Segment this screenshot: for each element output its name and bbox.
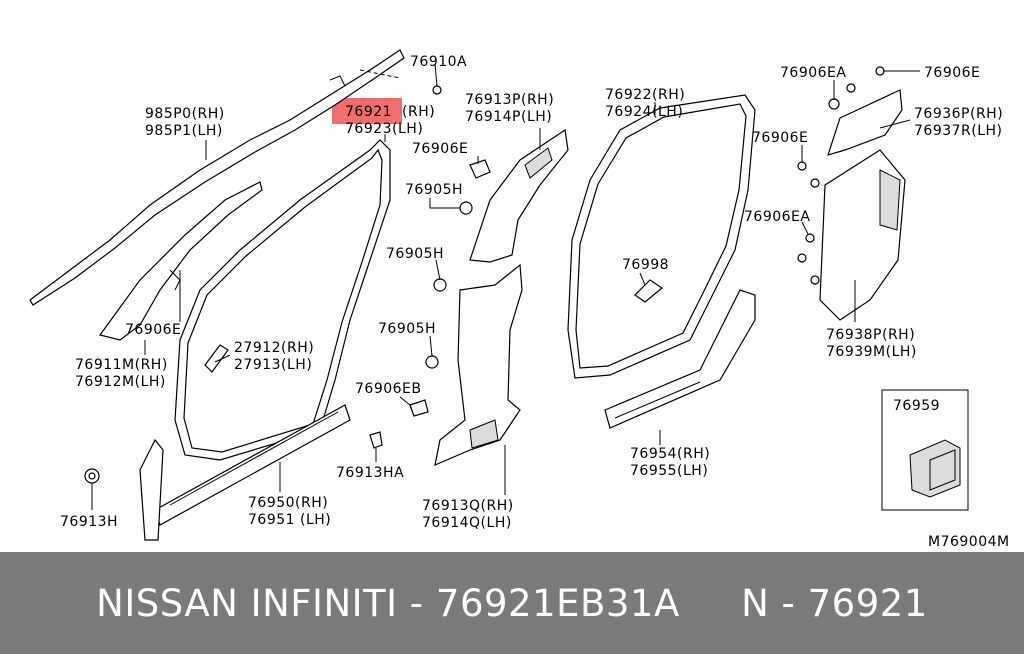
parts-diagram: 76910A 76921 (RH) 76923(LH) 985P0(RH) 98… xyxy=(29,49,1010,550)
label-76912M: 76912M(LH) xyxy=(75,374,166,390)
clip-76906EB xyxy=(409,399,429,417)
clip-76913HA xyxy=(369,431,383,449)
label-76913HA: 76913HA xyxy=(336,465,404,481)
part-76959-face xyxy=(929,449,956,491)
rear-pillar-lower-garnish xyxy=(819,149,906,321)
clip-76906EA-b xyxy=(797,233,820,285)
label-27913: 27913(LH) xyxy=(234,357,312,373)
airbag-bracket xyxy=(329,75,346,87)
grommet-76913H xyxy=(84,468,100,484)
label-76954: 76954(RH) xyxy=(630,446,710,462)
clip-76910A xyxy=(432,85,442,95)
clip-76998 xyxy=(634,279,664,303)
clip-76905H-a xyxy=(459,201,473,215)
label-76913H: 76913H xyxy=(60,514,118,530)
diagram-code: M769004M xyxy=(928,534,1010,550)
label-985P1: 985P1(LH) xyxy=(145,123,223,139)
leader-lines xyxy=(91,63,920,510)
kicking-plate-rear xyxy=(604,289,756,429)
door-weatherstrip-front xyxy=(174,139,391,461)
label-27912: 27912(RH) xyxy=(234,340,314,356)
kicking-plate-rear-rib xyxy=(614,381,701,419)
label-76950: 76950(RH) xyxy=(248,495,328,511)
label-76906EA-b: 76906EA xyxy=(744,209,810,225)
label-76906E-d: 76906E xyxy=(125,322,181,338)
clip-76906E-b xyxy=(875,66,885,76)
label-76939M: 76939M(LH) xyxy=(826,344,917,360)
label-76998: 76998 xyxy=(622,257,669,273)
kicking-plate-front-side xyxy=(139,438,164,541)
diagram-canvas: 76910A 76921 (RH) 76923(LH) 985P0(RH) 98… xyxy=(29,49,1010,550)
label-985P0: 985P0(RH) xyxy=(145,106,225,122)
label-76911M: 76911M(RH) xyxy=(75,357,168,373)
label-76913P: 76913P(RH) xyxy=(465,92,554,108)
label-76955: 76955(LH) xyxy=(630,463,708,479)
kicking-plate-front-rib xyxy=(169,411,339,506)
footer-title: NISSAN INFINITI - 76921EB31A N - 76921 xyxy=(96,581,928,625)
label-76923: 76923(LH) xyxy=(345,121,423,137)
upper-garnish-shade xyxy=(524,147,553,179)
center-pillar-lower-garnish xyxy=(434,263,523,467)
clip-76906EA-a xyxy=(828,83,856,110)
label-76906E-b: 76906E xyxy=(924,65,980,81)
label-76959: 76959 xyxy=(893,398,940,414)
curtain-airbag xyxy=(29,49,405,306)
clip-76905H-b xyxy=(433,278,447,292)
label-76924: 76924(LH) xyxy=(605,104,683,120)
label-76906E-c: 76906E xyxy=(752,130,808,146)
label-76921-rh: (RH) xyxy=(402,104,435,120)
front-pillar-garnish xyxy=(98,181,263,341)
clip-76906E-a xyxy=(469,159,491,179)
door-weatherstrip-rear xyxy=(567,94,756,379)
label-76906EA-a: 76906EA xyxy=(780,65,846,81)
label-76905H-a: 76905H xyxy=(405,182,463,198)
label-76906E-a: 76906E xyxy=(412,141,468,157)
clip-76905H-c xyxy=(425,355,439,369)
footer-banner: NISSAN INFINITI - 76921EB31A N - 76921 xyxy=(0,552,1024,654)
label-76906EB: 76906EB xyxy=(355,381,422,397)
door-weatherstrip-front-inner xyxy=(183,148,383,453)
label-76914Q: 76914Q(LH) xyxy=(422,515,512,531)
label-76914P: 76914P(LH) xyxy=(465,109,552,125)
label-76951: 76951 (LH) xyxy=(248,512,331,528)
center-pillar-upper-garnish xyxy=(469,128,569,263)
label-76937R: 76937R(LH) xyxy=(914,123,1003,139)
label-76905H-b: 76905H xyxy=(386,246,444,262)
label-76938P: 76938P(RH) xyxy=(826,327,915,343)
rear-pillar-upper-garnish xyxy=(827,89,903,156)
label-76910A: 76910A xyxy=(410,54,467,70)
clip-76906E-c xyxy=(797,161,820,188)
label-76936P: 76936P(RH) xyxy=(914,106,1003,122)
label-76921: 76921 xyxy=(345,104,392,120)
clip-27912 xyxy=(204,344,229,373)
rear-garnish-shade xyxy=(879,169,901,231)
label-76922: 76922(RH) xyxy=(605,87,685,103)
part-highlight xyxy=(332,98,402,124)
lower-garnish-shade xyxy=(469,419,499,449)
label-76905H-c: 76905H xyxy=(378,321,436,337)
door-weatherstrip-rear-inner xyxy=(575,103,747,369)
label-76913Q: 76913Q(RH) xyxy=(422,498,514,514)
